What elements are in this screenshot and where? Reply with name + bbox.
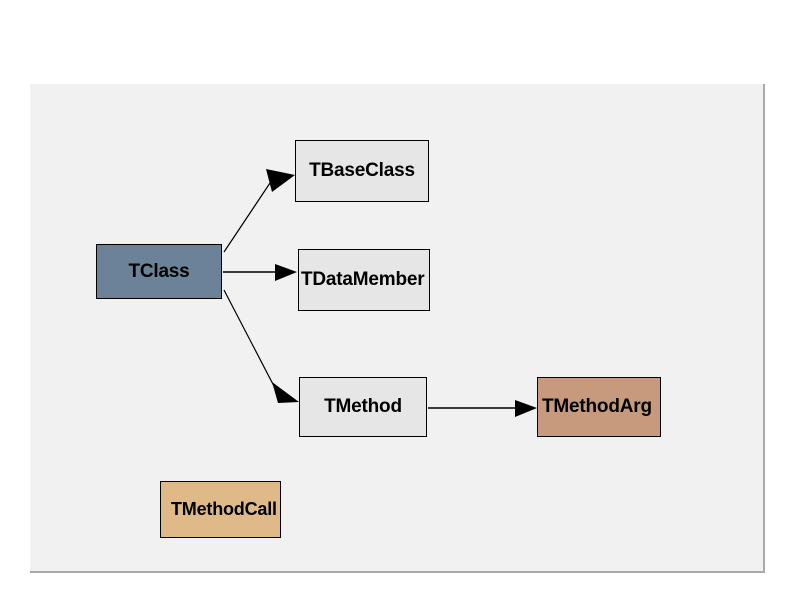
node-tbaseclass-label: TBaseClass [309,160,415,181]
node-tdatamember-label: TDataMember [301,269,425,290]
node-tmethodcall[interactable]: TMethodCall [160,481,281,538]
node-tmethodcall-label: TMethodCall [171,499,277,519]
node-tdatamember[interactable]: TDataMember [298,249,430,311]
node-tmethodarg-label: TMethodArg [542,396,652,417]
node-tmethod[interactable]: TMethod [299,377,427,437]
node-tbaseclass[interactable]: TBaseClass [295,140,429,202]
node-tclass[interactable]: TClass [96,244,222,299]
node-tmethod-label: TMethod [324,396,402,417]
node-tmethodarg[interactable]: TMethodArg [537,377,661,437]
node-tclass-label: TClass [128,260,190,282]
